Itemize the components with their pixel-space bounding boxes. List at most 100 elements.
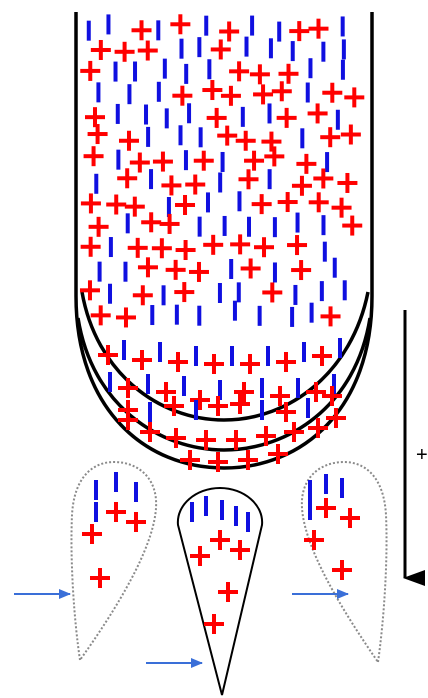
- positive-charge: [287, 235, 307, 255]
- positive-charge: [272, 81, 292, 101]
- negative-charge: [290, 307, 294, 327]
- negative-charge: [206, 192, 210, 212]
- positive-charge: [278, 192, 298, 212]
- negative-charge: [106, 14, 110, 34]
- negative-charge: [116, 104, 120, 124]
- positive-charge: [133, 285, 153, 305]
- negative-charge: [149, 169, 153, 189]
- positive-charge: [115, 42, 135, 62]
- negative-charge: [321, 42, 325, 62]
- negative-charge: [250, 16, 254, 36]
- negative-charge: [144, 105, 148, 125]
- negative-charge: [241, 107, 245, 127]
- positive-charge: [238, 169, 258, 189]
- negative-charge: [156, 20, 160, 40]
- negative-charge: [229, 259, 233, 279]
- negative-charge: [194, 400, 198, 420]
- negative-charge: [341, 16, 345, 36]
- negative-charge: [187, 103, 191, 123]
- negative-charge: [126, 213, 130, 233]
- positive-charge: [138, 257, 158, 277]
- negative-charge: [306, 83, 310, 103]
- negative-charge: [341, 60, 345, 80]
- jet-inner-contour-2: [78, 318, 370, 450]
- positive-charge: [252, 194, 272, 214]
- negative-charge: [300, 128, 304, 148]
- positive-charge: [308, 103, 328, 123]
- positive-charge: [80, 61, 100, 81]
- positive-charge: [292, 176, 312, 196]
- positive-charge: [81, 193, 101, 213]
- negative-charge: [230, 346, 234, 366]
- positive-charge: [264, 146, 284, 166]
- negative-charge: [237, 191, 241, 211]
- negative-charge: [268, 169, 272, 189]
- left-droplet: [71, 462, 156, 660]
- negative-charge: [184, 150, 188, 170]
- negative-charge: [96, 82, 100, 102]
- negative-charge: [133, 62, 137, 82]
- positive-charge: [132, 350, 152, 370]
- jet-outer-wall: [76, 12, 372, 468]
- positive-charge: [81, 237, 101, 257]
- positive-charge: [221, 86, 241, 106]
- negative-charge: [306, 398, 310, 418]
- positive-charge: [174, 282, 194, 302]
- positive-charge: [161, 175, 181, 195]
- negative-charge: [333, 258, 337, 278]
- positive-charge: [276, 352, 296, 372]
- positive-charge: [89, 217, 109, 237]
- positive-charge: [119, 131, 139, 151]
- negative-charge: [184, 64, 188, 84]
- positive-charge: [217, 126, 237, 146]
- negative-charge: [260, 378, 264, 398]
- positive-charge: [250, 64, 270, 84]
- negative-charge: [269, 38, 273, 58]
- negative-charge: [122, 340, 126, 360]
- negative-charge: [146, 127, 150, 147]
- negative-charge: [266, 346, 270, 366]
- negative-charge: [343, 280, 347, 300]
- positive-charge: [236, 131, 256, 151]
- positive-charge: [175, 195, 195, 215]
- negative-charge: [108, 284, 112, 304]
- positive-charge: [296, 154, 316, 174]
- positive-charge: [278, 64, 298, 84]
- positive-charge: [84, 146, 104, 166]
- positive-charge: [204, 354, 224, 374]
- negative-charge: [310, 303, 314, 323]
- positive-charge: [185, 175, 205, 195]
- negative-charge: [190, 502, 194, 522]
- negative-charge: [277, 22, 281, 42]
- positive-charge: [172, 86, 192, 106]
- positive-charge: [88, 124, 108, 144]
- negative-charge: [109, 237, 113, 257]
- positive-charge: [253, 84, 273, 104]
- negative-charge: [234, 506, 238, 526]
- negative-charge: [148, 402, 152, 422]
- positive-charge: [106, 195, 126, 215]
- positive-charge: [254, 237, 274, 257]
- negative-charge: [94, 480, 98, 500]
- positive-charge: [289, 21, 309, 41]
- negative-charge: [182, 376, 186, 396]
- positive-charge: [312, 346, 332, 366]
- positive-charge: [230, 234, 250, 254]
- negative-charge: [220, 500, 224, 520]
- negative-charge: [204, 496, 208, 516]
- negative-charge: [123, 262, 127, 282]
- positive-charge: [320, 127, 340, 147]
- positive-charge: [118, 378, 138, 398]
- positive-charge: [203, 235, 223, 255]
- negative-charge: [197, 306, 201, 326]
- negative-charge: [221, 152, 225, 172]
- negative-charge: [194, 346, 198, 366]
- positive-charge: [240, 354, 260, 374]
- negative-charge: [163, 59, 167, 79]
- positive-charge: [337, 173, 357, 193]
- negative-charge: [321, 215, 325, 235]
- negative-charge: [223, 216, 227, 236]
- positive-charge: [132, 20, 152, 40]
- negative-charge: [247, 217, 251, 237]
- negative-charge: [342, 39, 346, 59]
